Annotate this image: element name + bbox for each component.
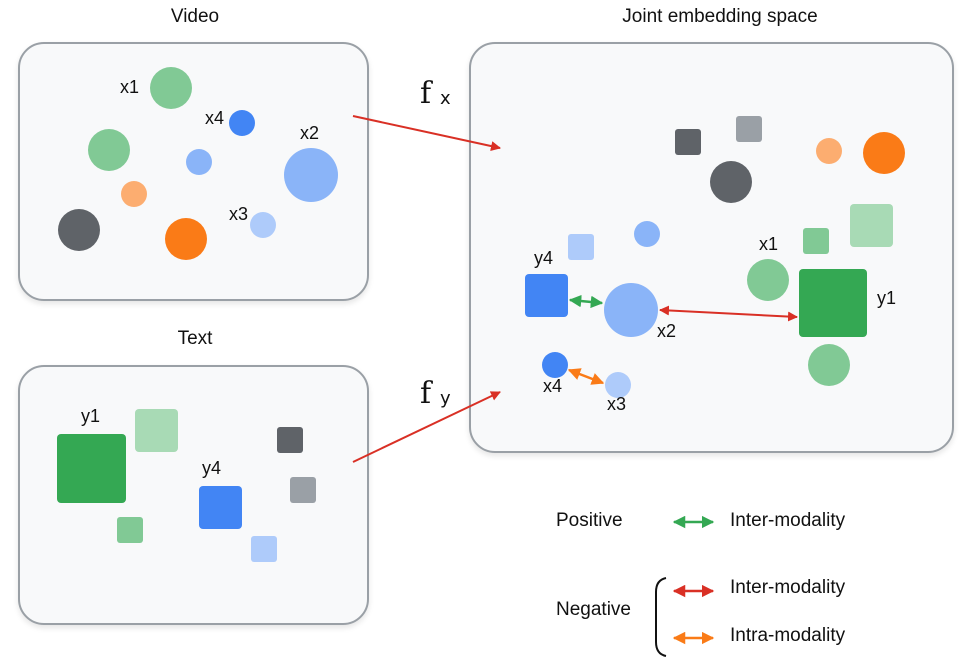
text-y4-square — [199, 486, 242, 529]
joint-orange-circle — [863, 132, 905, 174]
video-x2-circle — [284, 148, 338, 202]
negative-inter-modality-arrow — [659, 305, 798, 322]
joint-y4-square — [525, 274, 568, 317]
joint-embedding-panel — [469, 42, 954, 453]
text-green-small-square — [117, 517, 143, 543]
fx-projection-arrow — [352, 115, 501, 151]
joint-blue-light-square — [568, 234, 594, 260]
video-title: Video — [170, 6, 220, 27]
negative-intra-modality-arrow — [567, 368, 605, 385]
text-green-light-square — [135, 409, 178, 452]
legend-positive-label: Positive — [556, 510, 623, 531]
text-gray-square — [290, 477, 316, 503]
text-blue-light-square — [251, 536, 277, 562]
text-y1-square — [57, 434, 126, 503]
video-x2-label: x2 — [300, 123, 319, 143]
legend-negative-bracket — [655, 577, 667, 657]
joint-orange-light-circle — [816, 138, 842, 164]
fy-function-symbol: f — [420, 376, 433, 411]
joint-green-small-square — [803, 228, 829, 254]
joint-gray-circle — [710, 161, 752, 203]
video-x4-circle — [229, 110, 255, 136]
video-gray-circle — [58, 209, 100, 251]
text-y1-label: y1 — [81, 406, 100, 426]
joint-y4-label: y4 — [534, 248, 553, 268]
joint-x4-circle — [542, 352, 568, 378]
fx-function-symbol: f — [420, 76, 433, 111]
text-gray-dark-square — [277, 427, 303, 453]
text-title: Text — [177, 328, 213, 349]
video-orange-light-circle — [121, 181, 147, 207]
joint-green-light-square — [850, 204, 893, 247]
video-x1-label: x1 — [120, 77, 139, 97]
joint-y1-label: y1 — [877, 288, 896, 308]
video-x4-label: x4 — [205, 108, 224, 128]
legend-negative-label: Negative — [556, 599, 631, 620]
joint-x1-circle — [747, 259, 789, 301]
joint-x2-circle — [604, 283, 658, 337]
legend-negative-inter-modality: Inter-modality — [730, 577, 846, 598]
joint-x3-circle — [605, 372, 631, 398]
joint-blue-small-circle — [634, 221, 660, 247]
joint-x3-label: x3 — [607, 394, 626, 414]
joint-gray-dark-square — [675, 129, 701, 155]
joint-x2-label: x2 — [657, 321, 676, 341]
positive-inter-modality-arrow — [568, 294, 604, 309]
video-orange-circle — [165, 218, 207, 260]
text-y4-label: y4 — [202, 458, 221, 478]
fy-function-subscript: y — [440, 388, 451, 409]
joint-y1-square — [799, 269, 867, 337]
video-green-circle — [88, 129, 130, 171]
video-x3-circle — [250, 212, 276, 238]
joint-x4-label: x4 — [543, 376, 562, 396]
joint-gray-square — [736, 116, 762, 142]
video-x1-circle — [150, 67, 192, 109]
fy-projection-arrow — [352, 391, 501, 463]
joint-x1-label: x1 — [759, 234, 778, 254]
legend-positive-inter-modality: Inter-modality — [730, 510, 846, 531]
video-blue-small-circle — [186, 149, 212, 175]
legend-negative-intra-modality: Intra-modality — [730, 625, 846, 646]
video-x3-label: x3 — [229, 204, 248, 224]
fx-function-subscript: x — [440, 88, 451, 109]
joint-embedding-title: Joint embedding space — [622, 6, 818, 27]
joint-green-circle — [808, 344, 850, 386]
